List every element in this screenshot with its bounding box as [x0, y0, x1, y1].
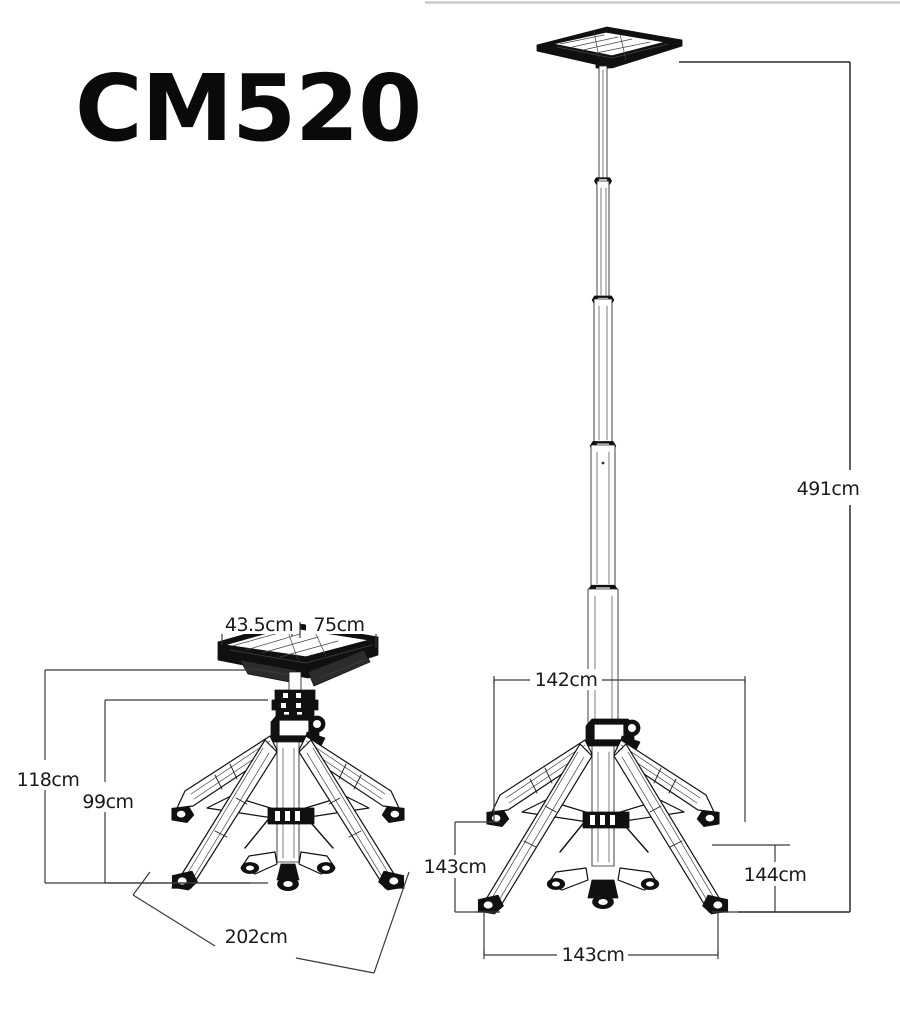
- dimension-label-491cm: 491cm: [797, 478, 860, 500]
- dimension-143cm-left: 143cm: [424, 821, 500, 913]
- collapsed-column: [276, 741, 300, 863]
- collapsed-outriggers: [171, 735, 405, 823]
- head-clamp-block: [585, 718, 641, 751]
- dimension-label-118cm: 118cm: [17, 769, 80, 791]
- centre-caster-cluster: [546, 867, 660, 910]
- lower-column: [591, 745, 615, 867]
- collapsed-head-clamp: [270, 714, 326, 747]
- dimension-label-144cm: 144cm: [744, 864, 807, 886]
- dimension-143cm-span: 143cm: [483, 912, 719, 966]
- dimension-label-142cm: 142cm: [535, 669, 598, 691]
- top-platform: [536, 26, 683, 69]
- collapsed-main-legs: [171, 739, 405, 891]
- telescopic-mast: [587, 65, 619, 732]
- dimension-202cm: 202cm: [132, 871, 410, 974]
- dimension-75cm: 75cm: [299, 612, 377, 648]
- dimension-99cm: 99cm: [82, 699, 268, 884]
- extended-view: [477, 26, 729, 915]
- dimension-142cm: 142cm: [493, 669, 746, 822]
- main-legs: [477, 743, 729, 915]
- dimension-43-5cm: 43.5cm: [218, 612, 300, 645]
- page-title: CM520: [75, 55, 421, 162]
- collapsed-caster-cluster: [240, 851, 336, 892]
- dimension-label-43-5cm: 43.5cm: [225, 614, 293, 636]
- dimension-label-202cm: 202cm: [225, 926, 288, 948]
- collapsed-view: [171, 621, 405, 892]
- dimension-label-143cm-span: 143cm: [562, 944, 625, 966]
- dimension-label-75cm: 75cm: [313, 614, 364, 636]
- dimension-label-99cm: 99cm: [82, 791, 133, 813]
- dimension-label-143cm-left: 143cm: [424, 856, 487, 878]
- dimension-491cm: 491cm: [679, 61, 860, 913]
- dimension-144cm: 144cm: [712, 844, 807, 913]
